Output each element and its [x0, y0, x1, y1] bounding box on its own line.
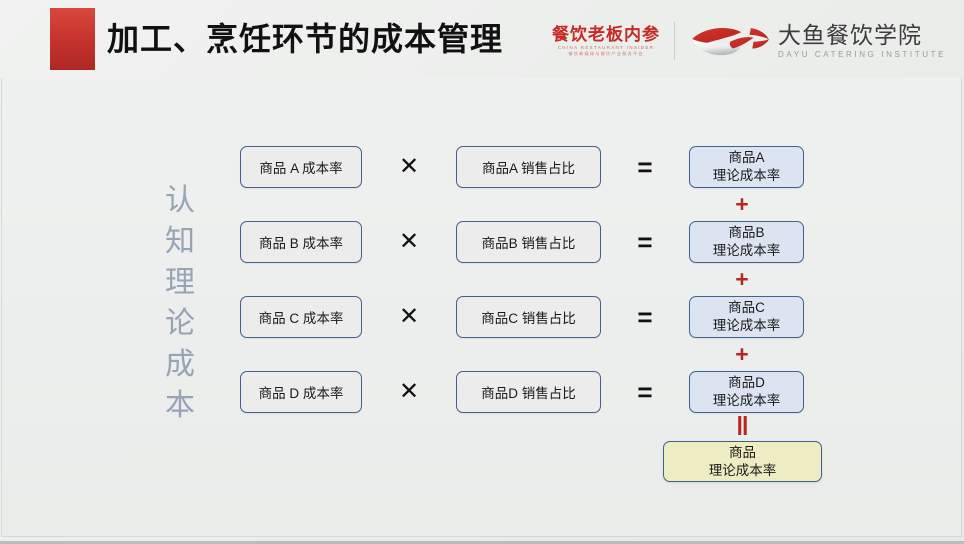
sales-share-box[interactable]: 商品B 销售占比 — [456, 221, 601, 263]
logo-divider — [674, 22, 676, 60]
logo-dayu-text: 大鱼餐饮学院 DAYU CATERING INSTITUTE — [778, 21, 946, 59]
formula-row: 商品 C 成本率 ✕ 商品C 销售占比 = 商品C 理论成本率 — [240, 296, 860, 338]
slide-header: 加工、烹饪环节的成本管理 餐饮老板内参 CHINA RESTAURANT INS… — [0, 0, 964, 78]
plus-icon: + — [735, 191, 749, 217]
vertical-section-label: 认 知 理 论 成 本 — [150, 180, 210, 426]
plus-icon: + — [735, 341, 749, 367]
sales-share-box[interactable]: 商品A 销售占比 — [456, 146, 601, 188]
cost-rate-box[interactable]: 商品 A 成本率 — [240, 146, 362, 188]
multiply-icon: ✕ — [398, 303, 420, 330]
theoretical-cost-line2: 理论成本率 — [712, 168, 781, 183]
multiply-icon: ✕ — [398, 228, 420, 255]
theoretical-cost-box[interactable]: 商品A 理论成本率 — [689, 146, 804, 188]
vertical-label-char: 论 — [165, 307, 195, 340]
vertical-label-char: 理 — [165, 266, 195, 299]
double-equals-icon: ‖ — [736, 411, 749, 441]
sales-share-box[interactable]: 商品C 销售占比 — [456, 296, 601, 338]
vertical-label-char: 成 — [165, 348, 195, 381]
vertical-label-char: 知 — [165, 225, 195, 258]
logo-insider-en: CHINA RESTAURANT INSIDER — [557, 44, 655, 50]
title-accent-bar — [50, 8, 95, 70]
theoretical-cost-box[interactable]: 商品C 理论成本率 — [689, 296, 804, 338]
theoretical-cost-line1: 商品C — [728, 300, 765, 315]
equals-icon: = — [637, 227, 653, 257]
formula-row: 商品 A 成本率 ✕ 商品A 销售占比 = 商品A 理论成本率 — [240, 146, 860, 188]
logo-dayu: 大鱼餐饮学院 DAYU CATERING INSTITUTE — [688, 21, 946, 61]
logo-dayu-cn: 大鱼餐饮学院 — [778, 21, 923, 48]
page-title: 加工、烹饪环节的成本管理 — [107, 21, 504, 57]
equals-icon: = — [637, 377, 653, 407]
equals-icon: = — [637, 302, 653, 332]
theoretical-cost-line2: 理论成本率 — [712, 318, 781, 333]
theoretical-cost-line1: 商品A — [728, 150, 765, 165]
theoretical-cost-line2: 理论成本率 — [712, 243, 781, 258]
cost-rate-box[interactable]: 商品 B 成本率 — [240, 221, 362, 263]
vertical-label-char: 本 — [165, 389, 195, 422]
cost-rate-box[interactable]: 商品 C 成本率 — [240, 296, 362, 338]
logo-insider-tagline: 餐饮新媒体与餐饮产业服务平台 — [568, 51, 644, 57]
plus-icon: + — [735, 266, 749, 292]
theoretical-cost-box[interactable]: 商品D 理论成本率 — [689, 371, 804, 413]
theoretical-cost-line2: 理论成本率 — [712, 393, 781, 408]
logo-insider-cn: 餐饮老板内参 — [552, 24, 661, 44]
formula-row: 商品 D 成本率 ✕ 商品D 销售占比 = 商品D 理论成本率 — [240, 371, 860, 413]
bottom-border — [0, 541, 964, 544]
sales-share-box[interactable]: 商品D 销售占比 — [456, 371, 601, 413]
fish-logo-icon — [692, 28, 770, 56]
vertical-label-char: 认 — [165, 184, 195, 217]
formula-row: 商品 B 成本率 ✕ 商品B 销售占比 = 商品B 理论成本率 — [240, 221, 860, 263]
logo-insider: 餐饮老板内参 CHINA RESTAURANT INSIDER 餐饮新媒体与餐饮… — [552, 26, 660, 57]
total-theoretical-cost-box[interactable]: 商品 理论成本率 — [663, 441, 822, 482]
logo-area: 餐饮老板内参 CHINA RESTAURANT INSIDER 餐饮新媒体与餐饮… — [552, 16, 946, 66]
logo-dayu-en: DAYU CATERING INSTITUTE — [778, 49, 946, 59]
theoretical-cost-line1: 商品B — [728, 225, 765, 240]
equals-icon: = — [637, 152, 653, 182]
cost-rate-box[interactable]: 商品 D 成本率 — [240, 371, 362, 413]
theoretical-cost-box[interactable]: 商品B 理论成本率 — [689, 221, 804, 263]
total-line2: 理论成本率 — [708, 462, 777, 478]
multiply-icon: ✕ — [398, 378, 420, 405]
multiply-icon: ✕ — [398, 153, 420, 180]
total-line1: 商品 — [729, 444, 756, 460]
theoretical-cost-line1: 商品D — [728, 375, 765, 390]
